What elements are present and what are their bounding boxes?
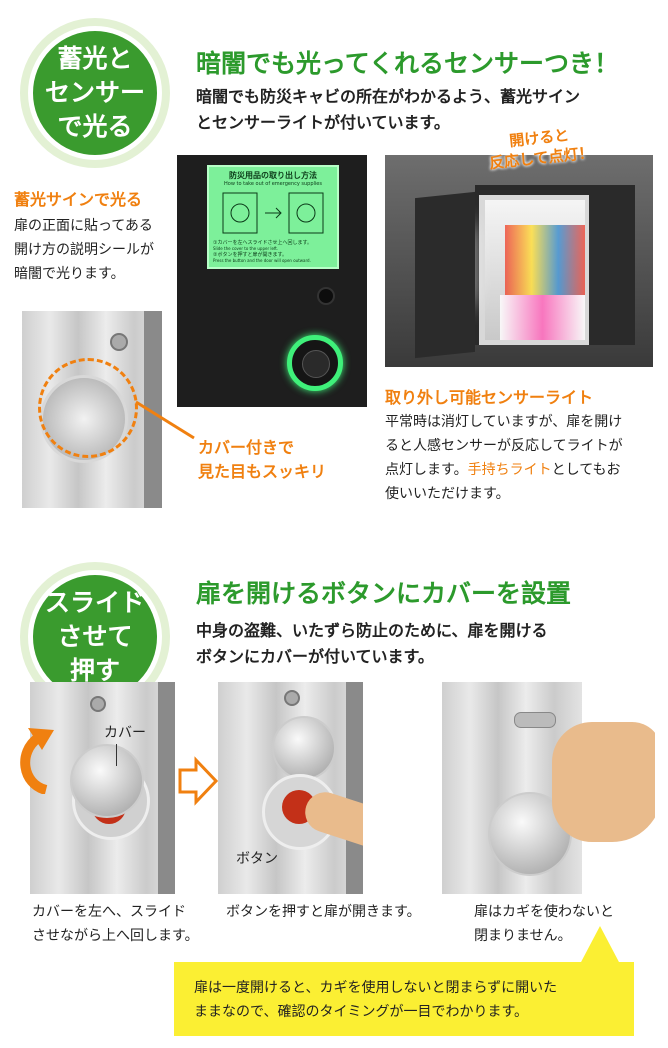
section1-lead: 暗闇でも防災キャビの所在がわかるよう、蓄光サイン とセンサーライトが付いています… [196,87,581,132]
next-arrow-icon [178,756,218,806]
glowing-button [287,335,343,391]
step3-caption: 扉はカギを使わないと 閉まりません。 [474,904,614,944]
badge-line: スライド [44,588,145,617]
key-cylinder-icon [110,333,128,351]
note-pointer [580,926,620,964]
sensor-light-photo [385,155,653,367]
step1-caption: カバーを左へ、スライド させながら上へ回します。 [32,904,199,944]
supplies [505,225,585,295]
rotate-arrow-icon [20,728,54,794]
badge-line: 蓄光と [57,44,133,73]
hand [552,722,655,842]
note-box: 扉は一度開けると、カギを使用しないと閉まらずに開いた ままなので、確認のタイミン… [174,962,634,1036]
cabinet-door [415,191,475,359]
sign-description: 蓄光サインで光る 扉の正面に貼ってある 開け方の説明シールが 暗闇で光ります。 [14,186,184,286]
label-cover-leader [116,744,117,766]
sign-title: 蓄光サインで光る [14,190,143,209]
section2-lead: 中身の盗難、いたずら防止のために、扉を開ける ボタンにカバーが付いています。 [196,621,548,666]
cover-highlight-ring [38,358,138,458]
step2-caption: ボタンを押すと扉が開きます。 [226,904,421,920]
label-cover: カバー [104,725,146,741]
instruction-diagram [222,192,324,234]
key-icon [514,712,556,728]
step1-photo [30,682,175,894]
badge-line: させて [57,622,133,651]
cover-callout: カバー付きで 見た目もスッキリ [198,438,327,481]
step3-photo [442,682,655,894]
label-button: ボタン [236,851,278,867]
handheld-light-highlight: 手持ちライト [467,462,552,478]
section2-heading: 扉を開けるボタンにカバーを設置 [196,579,572,608]
badge-line: 押す [69,656,120,685]
glow-sticker: 防災用品の取り出し方法 How to take out of emergency… [207,165,339,269]
sensor-description: 取り外し可能センサーライト 平常時は消灯していますが、扉を開け ると人感センサー… [385,384,657,506]
sensor-title: 取り外し可能センサーライト [385,388,594,407]
keyhole-icon [317,287,335,305]
supplies-shelf [500,295,585,340]
cover-dial [272,716,336,780]
badge-line: で光る [57,112,133,141]
badge-line: センサー [44,78,145,107]
callout-leader-line [135,400,195,440]
glow-sticker-photo: 防災用品の取り出し方法 How to take out of emergency… [177,155,367,407]
step2-photo [218,682,363,894]
cover-dial [70,744,144,818]
badge-glow-sensor: 蓄光と センサー で光る [14,12,176,174]
section1-heading: 暗闇でも光ってくれるセンサーつき！ [196,49,620,78]
